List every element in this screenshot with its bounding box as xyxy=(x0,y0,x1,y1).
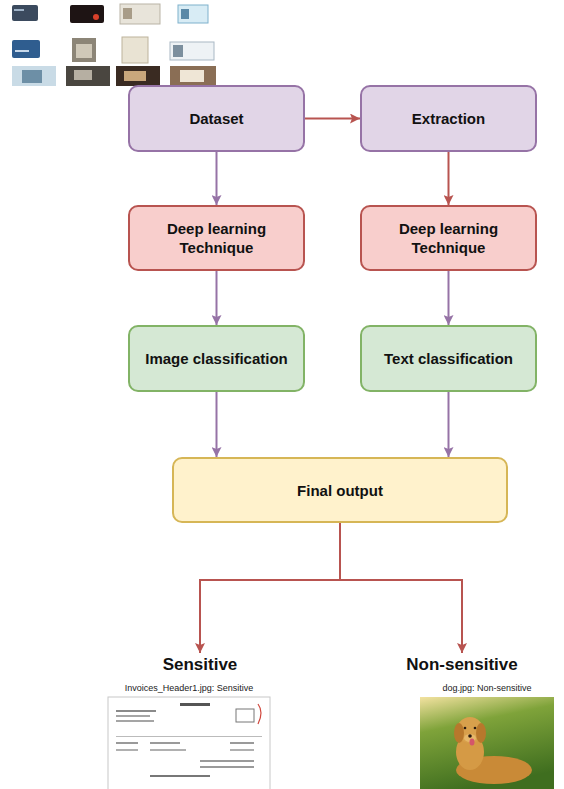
result-label: Sensitive xyxy=(130,653,270,677)
card-thumbnail xyxy=(12,40,40,58)
dog-ear xyxy=(476,723,486,743)
photo-thumbnail xyxy=(170,66,216,86)
dog-eye xyxy=(474,727,477,730)
photo-detail xyxy=(180,70,204,82)
node-text: Dataset xyxy=(189,109,243,128)
photo-detail xyxy=(22,70,42,83)
invoice-heading-bar xyxy=(180,703,210,706)
flow-arrow xyxy=(340,523,462,653)
id-thumbnail xyxy=(170,42,214,60)
document-in-photo xyxy=(76,44,92,58)
id-photo xyxy=(173,45,183,57)
document-thumbnail xyxy=(122,37,148,63)
flow-arrow xyxy=(216,152,218,205)
process-box: Dataset xyxy=(128,85,305,152)
result-label: Non-sensitive xyxy=(377,653,547,677)
node-text: Non-sensitive xyxy=(406,654,517,676)
image-caption: Invoices_Header1.jpg: Sensitive xyxy=(99,683,279,694)
flow-arrow xyxy=(448,271,450,325)
invoice-line xyxy=(200,760,254,762)
photo-detail xyxy=(124,71,146,81)
photo-thumbnail xyxy=(72,38,96,62)
invoice-line xyxy=(116,720,154,722)
card-stripe xyxy=(15,50,29,52)
dog-tongue xyxy=(470,739,475,746)
invoice-line xyxy=(150,749,186,751)
card-logo xyxy=(93,14,99,20)
flow-arrow xyxy=(200,523,340,653)
flow-arrow xyxy=(216,392,218,457)
dog-ear xyxy=(454,723,464,743)
invoice-line xyxy=(230,749,254,751)
process-box: Deep learning Technique xyxy=(128,205,305,271)
id-thumbnail xyxy=(178,5,208,23)
photo-thumbnail xyxy=(12,66,56,86)
output-box: Final output xyxy=(172,457,508,523)
invoice-line xyxy=(116,749,138,751)
id-thumbnail xyxy=(120,4,160,24)
id-photo xyxy=(181,9,189,19)
process-box: Deep learning Technique xyxy=(360,205,537,271)
dog-nose xyxy=(468,734,472,738)
card-thumbnail xyxy=(12,5,38,21)
invoice-line xyxy=(150,775,210,777)
node-text: Extraction xyxy=(412,109,485,128)
invoice-line xyxy=(116,710,156,712)
id-photo xyxy=(123,8,132,19)
node-text: Sensitive xyxy=(163,654,238,676)
flow-arrow xyxy=(448,392,450,457)
photo-detail xyxy=(74,70,92,80)
dog-picture xyxy=(420,697,554,789)
flow-arrow xyxy=(305,118,360,120)
dog-eye xyxy=(464,727,467,730)
node-text: Deep learning Technique xyxy=(372,219,525,257)
invoice-logo-box xyxy=(236,709,254,722)
invoice-picture xyxy=(108,697,270,789)
invoice-line xyxy=(150,742,180,744)
invoice-line xyxy=(230,742,254,744)
flow-arrow xyxy=(216,271,218,325)
invoice-bracket xyxy=(258,704,261,724)
process-box: Image classification xyxy=(128,325,305,392)
image-caption: dog.jpg: Non-sensitive xyxy=(407,683,564,694)
photo-thumbnail xyxy=(116,66,160,86)
process-box: Text classification xyxy=(360,325,537,392)
invoice-line xyxy=(200,766,254,768)
invoice-line xyxy=(116,715,150,717)
node-text: Image classification xyxy=(145,349,288,368)
flow-arrow xyxy=(448,152,450,205)
invoice-rule xyxy=(116,736,262,737)
process-box: Extraction xyxy=(360,85,537,152)
node-text: Text classification xyxy=(384,349,513,368)
card-stripe xyxy=(14,9,24,11)
node-text: Deep learning Technique xyxy=(140,219,293,257)
node-text: Final output xyxy=(297,481,383,500)
invoice-line xyxy=(116,742,138,744)
card-thumbnail xyxy=(70,5,104,23)
photo-thumbnail xyxy=(66,66,110,86)
